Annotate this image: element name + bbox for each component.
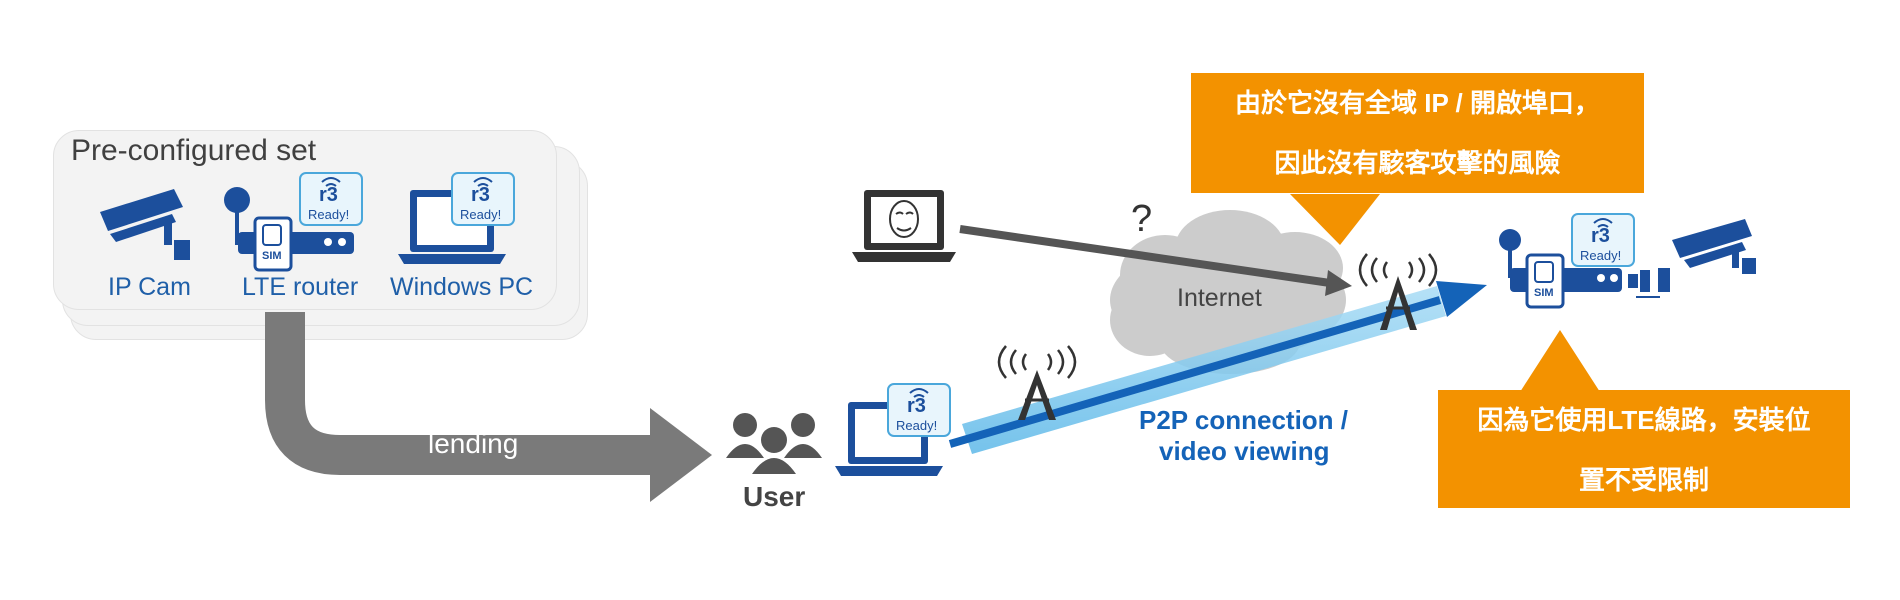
sim-label: SIM [262, 250, 282, 262]
ready-badge-pc [451, 172, 515, 226]
callout-top-pointer [1290, 194, 1380, 245]
security-camera-icon [100, 189, 190, 260]
lending-arrow [265, 312, 712, 502]
badge-brand: r3 [907, 395, 926, 417]
lte-router-icon [1499, 229, 1622, 309]
badge-ready: Ready! [896, 418, 938, 433]
cell-tower-icon [997, 345, 1077, 420]
callout-bottom-pointer [1520, 330, 1600, 392]
device-label-router: LTE router [242, 273, 359, 301]
callout-bottom-line1: 因為它使用LTE線路，安裝位 [1477, 405, 1811, 435]
callout-lte-line: 因為它使用LTE線路，安裝位 置不受限制 [1438, 390, 1850, 508]
ready-badge-remote-router [1571, 213, 1635, 267]
unknown-mark: ? [1131, 198, 1153, 240]
cell-tower-icon [1358, 253, 1438, 330]
security-camera-icon [1672, 219, 1756, 274]
badge-brand: r3 [1591, 225, 1610, 247]
lte-router-icon [224, 187, 354, 272]
device-label-ipcam: IP Cam [108, 273, 191, 301]
device-label-pc: Windows PC [390, 273, 534, 301]
badge-brand: r3 [319, 184, 338, 206]
user-label: User [743, 481, 806, 512]
badge-brand: r3 [471, 184, 490, 206]
callout-no-global-ip: 由於它沒有全域 IP / 開啟埠口， 因此沒有駭客攻擊的風險 [1191, 73, 1644, 193]
hacker-laptop-icon [852, 190, 956, 262]
set-title: Pre-configured set [71, 134, 317, 167]
p2p-connection-tube [948, 281, 1487, 454]
attack-arrow [959, 225, 1352, 296]
p2p-label-line1: P2P connection / [1139, 405, 1349, 435]
badge-ready: Ready! [308, 207, 350, 222]
callout-bottom-line2: 置不受限制 [1578, 465, 1709, 495]
internet-label: Internet [1177, 284, 1262, 312]
p2p-label-line2: video viewing [1159, 436, 1330, 466]
ready-badge-router [299, 172, 363, 226]
cable-connector-icon [1628, 268, 1670, 298]
lending-label: lending [428, 428, 519, 459]
badge-ready: Ready! [1580, 248, 1622, 263]
callout-top-line1: 由於它沒有全域 IP / 開啟埠口， [1235, 88, 1600, 118]
ready-badge-user-laptop [887, 383, 951, 437]
badge-ready: Ready! [460, 207, 502, 222]
callout-top-line2: 因此沒有駭客攻擊的風險 [1274, 148, 1561, 178]
user-group-icon [726, 413, 822, 474]
sim-label: SIM [1534, 287, 1554, 299]
